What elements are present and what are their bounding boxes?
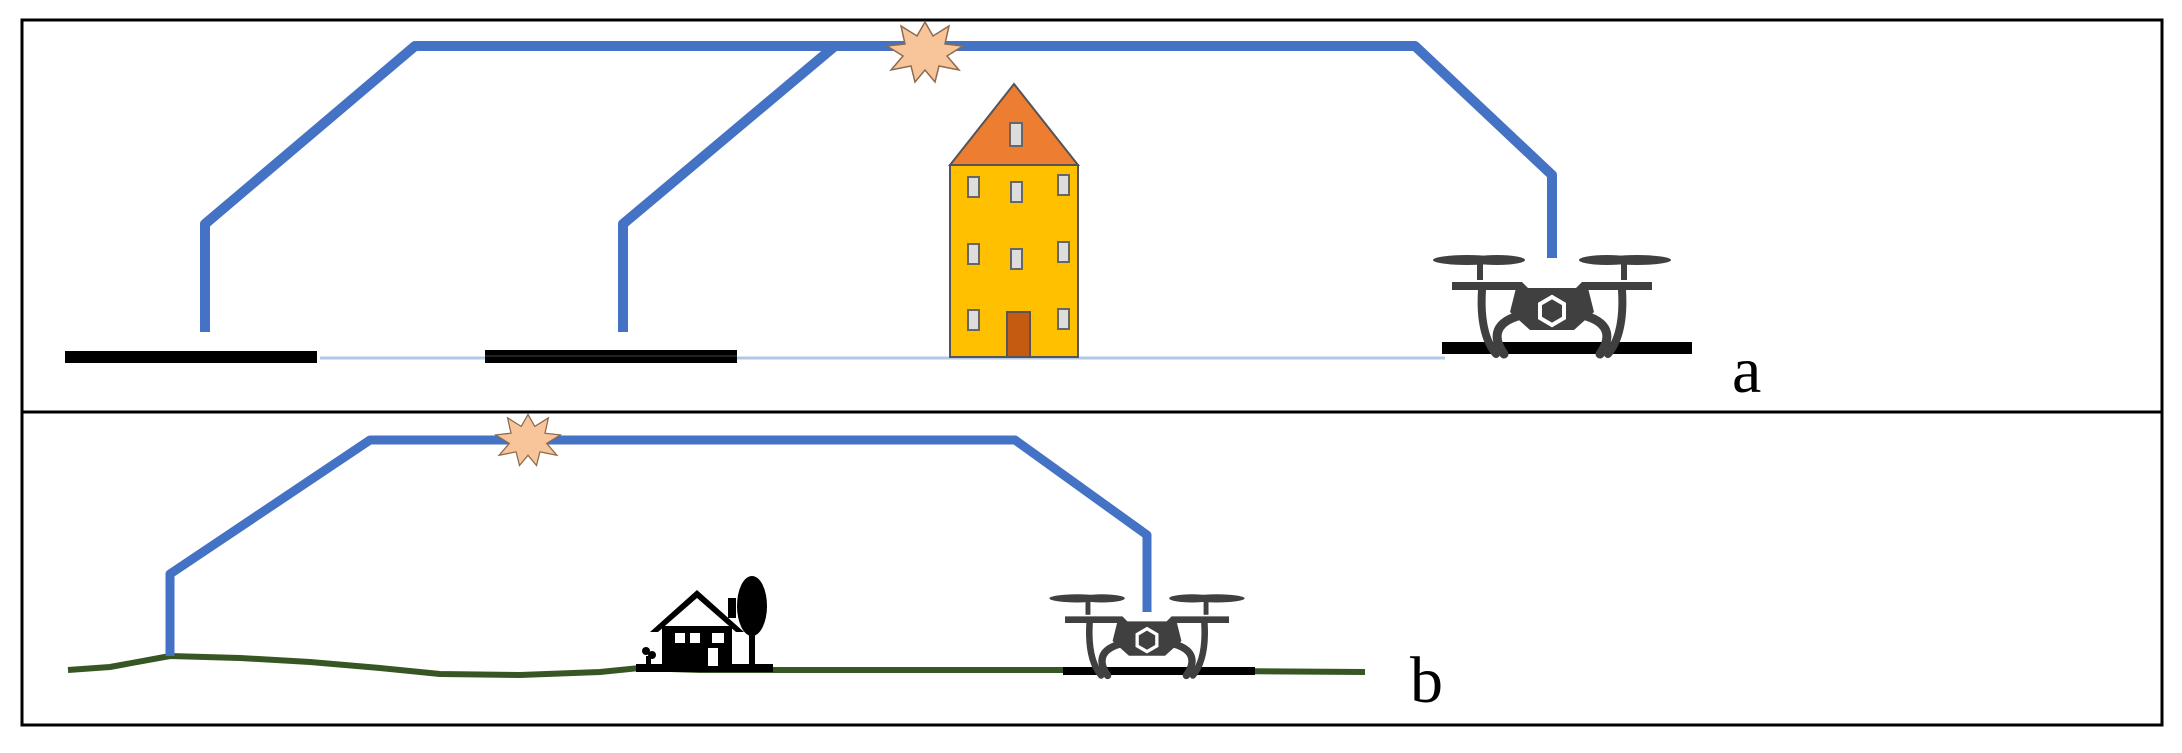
panel-a-label: a: [1732, 334, 1762, 407]
burst-icon: [886, 21, 964, 83]
panel-a: [20, 18, 2164, 414]
terrain: [67, 653, 1366, 678]
house-base: [636, 664, 773, 672]
panel-a-frame: [20, 18, 2164, 414]
house-icon: [642, 590, 744, 666]
tree-icon: [737, 576, 767, 668]
panel-b-frame: [20, 410, 2164, 727]
drone-icon: [1433, 255, 1671, 354]
flight-path-a2: [618, 42, 839, 332]
flight-path-b: [165, 435, 1152, 656]
launchpad-b: [1063, 667, 1255, 675]
panel-b: [20, 410, 2164, 727]
building-icon: [947, 82, 1081, 358]
launchpad-a: [1442, 342, 1692, 354]
ground-segment-1: [65, 351, 317, 363]
panel-b-label: b: [1410, 644, 1443, 717]
flight-path-a1: [200, 41, 1557, 332]
burst-icon-b: [495, 413, 561, 467]
